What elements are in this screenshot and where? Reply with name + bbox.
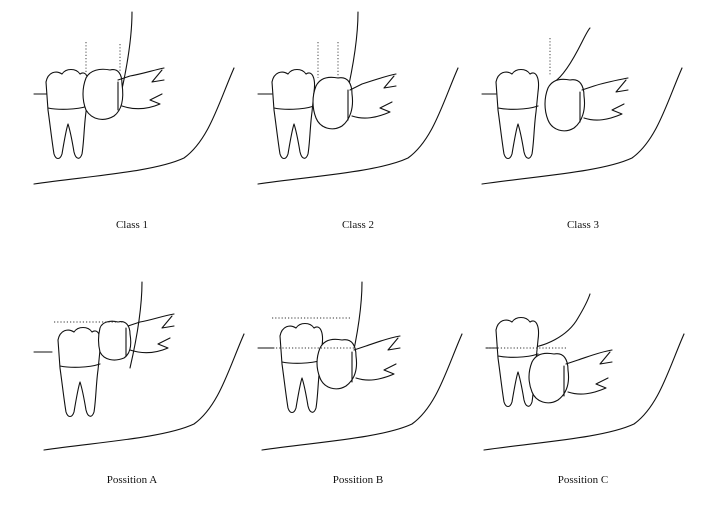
caption-class-2: Class 2 [342, 219, 374, 231]
panel-class-3 [481, 27, 683, 185]
panel-class-1 [33, 11, 235, 185]
caption-position-a: Possition A [107, 474, 157, 486]
caption-class-3: Class 3 [567, 219, 600, 231]
panel-position-c [483, 293, 685, 451]
panel-position-a [33, 281, 245, 451]
caption-position-b: Possition B [333, 474, 383, 486]
caption-position-c: Possition C [558, 474, 608, 486]
panel-position-b [257, 281, 463, 451]
caption-class-1: Class 1 [116, 219, 148, 231]
panel-class-2 [257, 11, 459, 185]
